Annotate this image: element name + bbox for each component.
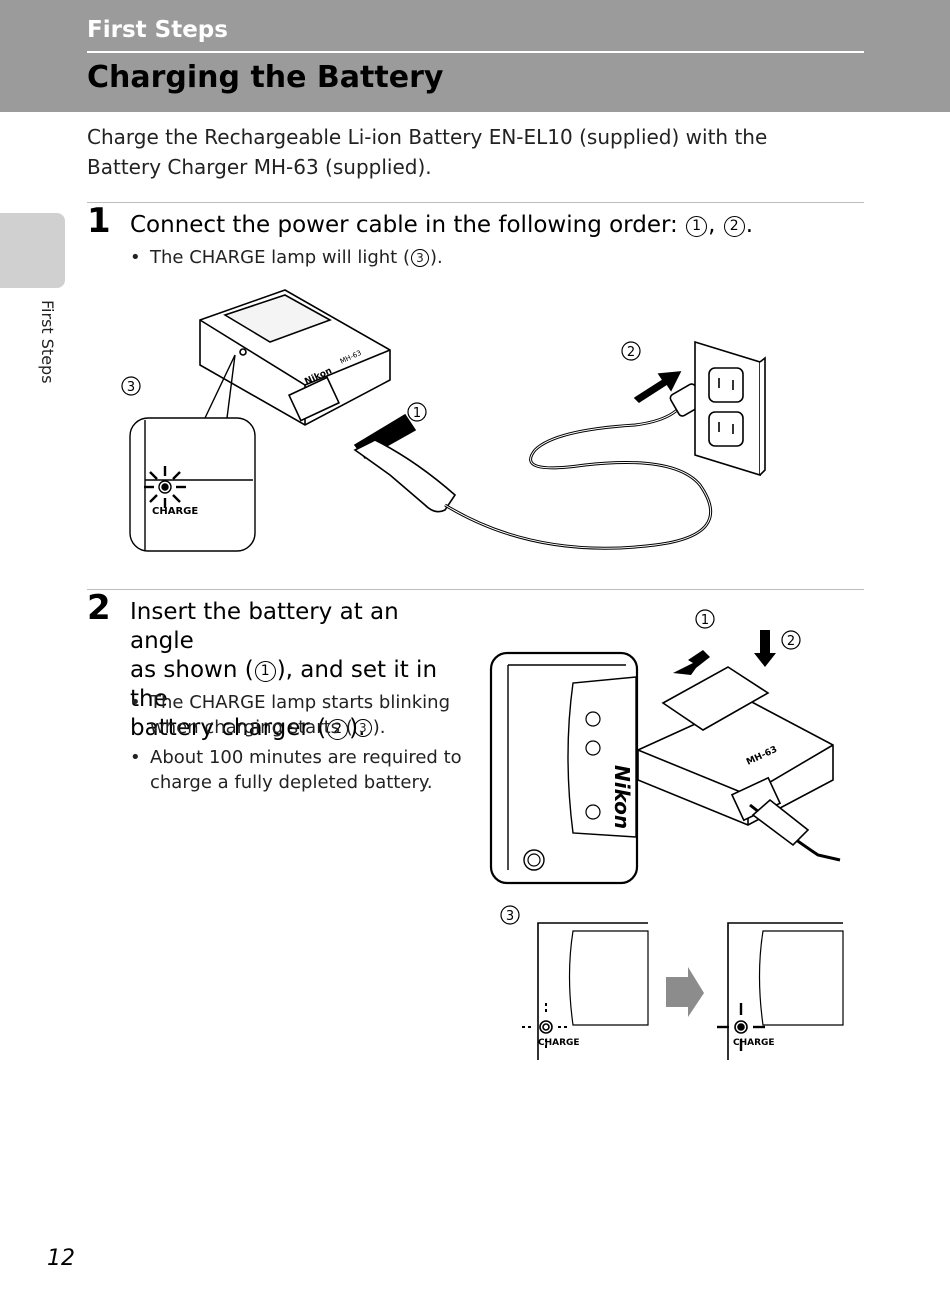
page-title: Charging the Battery [87,60,444,95]
circled-number: 3 [410,249,429,267]
step1-bullet: The CHARGE lamp will light (3). [130,245,443,270]
section-label: First Steps [87,17,228,43]
charger-zoom-panel [489,651,639,885]
side-tab-label: First Steps [38,300,57,384]
svg-text:1: 1 [413,406,421,421]
callout-3: 3 [121,376,141,396]
circled-number: 1 [254,661,276,682]
step1-instruction: Connect the power cable in the following… [130,212,754,238]
intro-paragraph: Charge the Rechargeable Li-ion Battery E… [87,125,768,179]
callout-2: 2 [781,630,801,650]
svg-text:3: 3 [127,380,135,395]
charge-label: CHARGE [538,1038,580,1048]
lamp-on-panel [717,922,844,1060]
step2-bullet-1: The CHARGE lamp starts blinking when cha… [130,690,470,740]
header-rule [87,51,864,53]
battery-charger-illustration [637,666,841,862]
circled-number: 1 [686,216,708,237]
insert-arrows [673,630,776,675]
callout-1: 1 [695,609,715,629]
battery-charger-illustration: Nikon MH-63 [199,289,391,426]
svg-text:1: 1 [701,613,709,628]
next-arrow [666,967,704,1017]
svg-text:3: 3 [506,909,514,924]
step2-divider [87,589,864,590]
charge-lamp-zoom: CHARGE [129,354,256,552]
step1-number: 1 [87,201,111,241]
brand-label: Nikon [610,765,634,829]
callout-2: 2 [621,341,641,361]
wall-outlet [694,340,766,477]
step2-number: 2 [87,588,111,628]
lamp-off-panel [522,922,649,1060]
step1-figure: Nikon MH-63 CHARGE [121,289,766,552]
page-number: 12 [47,1246,75,1271]
step1-divider [87,202,864,203]
circled-number: 2 [723,216,745,237]
svg-text:2: 2 [787,634,795,649]
svg-text:2: 2 [627,345,635,360]
charge-label: CHARGE [733,1038,775,1048]
circled-number: 3 [353,719,372,737]
callout-1: 1 [407,402,427,422]
page-header: First Steps Charging the Battery [0,0,950,112]
side-tab [0,213,65,288]
callout-3: 3 [500,905,520,925]
charge-label: CHARGE [152,506,198,517]
step2-bullet-2: About 100 minutes are required to charge… [130,745,470,795]
power-cable [353,371,713,550]
step2-figure: 1 2 Nikon MH-63 3 [489,609,844,1060]
